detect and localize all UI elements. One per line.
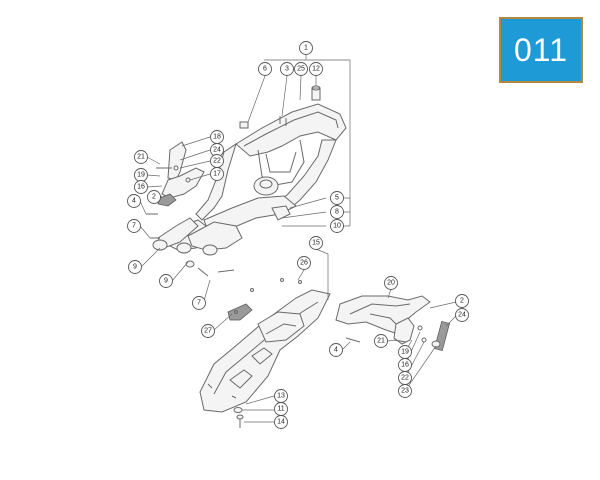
svg-text:14: 14 [277,419,285,426]
callout-19-right: 19 [398,345,412,359]
svg-text:21: 21 [137,154,145,161]
callout-19-left: 19 [134,168,148,182]
callout-7-bottom: 7 [192,296,206,310]
svg-text:19: 19 [401,349,409,356]
callout-22-right: 22 [398,371,412,385]
svg-text:7: 7 [132,223,136,230]
svg-text:19: 19 [137,172,145,179]
leader-lines [139,55,457,423]
callout-8: 8 [330,205,344,219]
callout-7-top: 7 [127,219,141,233]
svg-text:10: 10 [333,223,341,230]
callout-16-right: 16 [398,358,412,372]
svg-text:4: 4 [132,198,136,205]
callout-16-left: 16 [134,180,148,194]
callout-2-right: 2 [455,294,469,308]
svg-text:11: 11 [277,406,284,413]
svg-text:25: 25 [297,66,305,73]
callout-20: 20 [384,276,398,290]
callout-9-lower: 9 [159,274,173,288]
svg-text:27: 27 [204,328,212,335]
callout-17: 17 [210,167,224,181]
callout-10: 10 [330,219,344,233]
callout-18: 18 [210,130,224,144]
svg-text:4: 4 [334,347,338,354]
callout-12: 12 [309,62,323,76]
svg-text:6: 6 [263,66,267,73]
callout-14: 14 [274,415,288,429]
callout-23: 23 [398,384,412,398]
callout-3: 3 [280,62,294,76]
callout-27: 27 [201,324,215,338]
svg-text:16: 16 [401,362,409,369]
callout-22-left: 22 [210,154,224,168]
left-footpeg-assembly [146,141,235,277]
callout-1: 1 [299,41,313,55]
svg-text:3: 3 [285,66,289,73]
svg-text:24: 24 [458,312,466,319]
callout-24-right: 24 [455,308,469,322]
svg-text:21: 21 [377,338,385,345]
callout-4-right: 4 [329,343,343,357]
svg-text:1: 1 [304,45,308,52]
svg-text:16: 16 [137,184,145,191]
svg-text:15: 15 [312,240,320,247]
svg-text:22: 22 [401,375,409,382]
svg-text:17: 17 [213,171,221,178]
svg-text:9: 9 [133,264,137,271]
svg-text:2: 2 [152,194,156,201]
callout-4-left: 4 [127,194,141,208]
callout-21-right: 21 [374,334,388,348]
svg-text:2: 2 [460,298,464,305]
callout-5: 5 [330,191,344,205]
svg-text:26: 26 [300,260,308,267]
svg-text:22: 22 [213,158,221,165]
svg-text:5: 5 [335,195,339,202]
callout-13: 13 [274,389,288,403]
svg-text:18: 18 [213,134,221,141]
svg-text:20: 20 [387,280,395,287]
svg-text:8: 8 [335,209,339,216]
rear-frame [152,85,347,256]
callout-15: 15 [309,236,323,250]
right-footpeg-assembly [335,295,450,352]
callout-6: 6 [258,62,272,76]
callout-21-left: 21 [134,150,148,164]
svg-text:13: 13 [277,393,285,400]
callout-26: 26 [297,256,311,270]
page-code-badge: 011 [499,17,583,83]
rear-undertray [199,278,331,428]
svg-text:9: 9 [164,278,168,285]
callout-11: 11 [274,402,288,416]
svg-text:24: 24 [213,147,221,154]
svg-text:12: 12 [312,66,320,73]
callout-2-left: 2 [147,190,161,204]
callout-25: 25 [294,62,308,76]
callout-9-upper: 9 [128,260,142,274]
svg-text:7: 7 [197,300,201,307]
svg-text:23: 23 [401,388,409,395]
